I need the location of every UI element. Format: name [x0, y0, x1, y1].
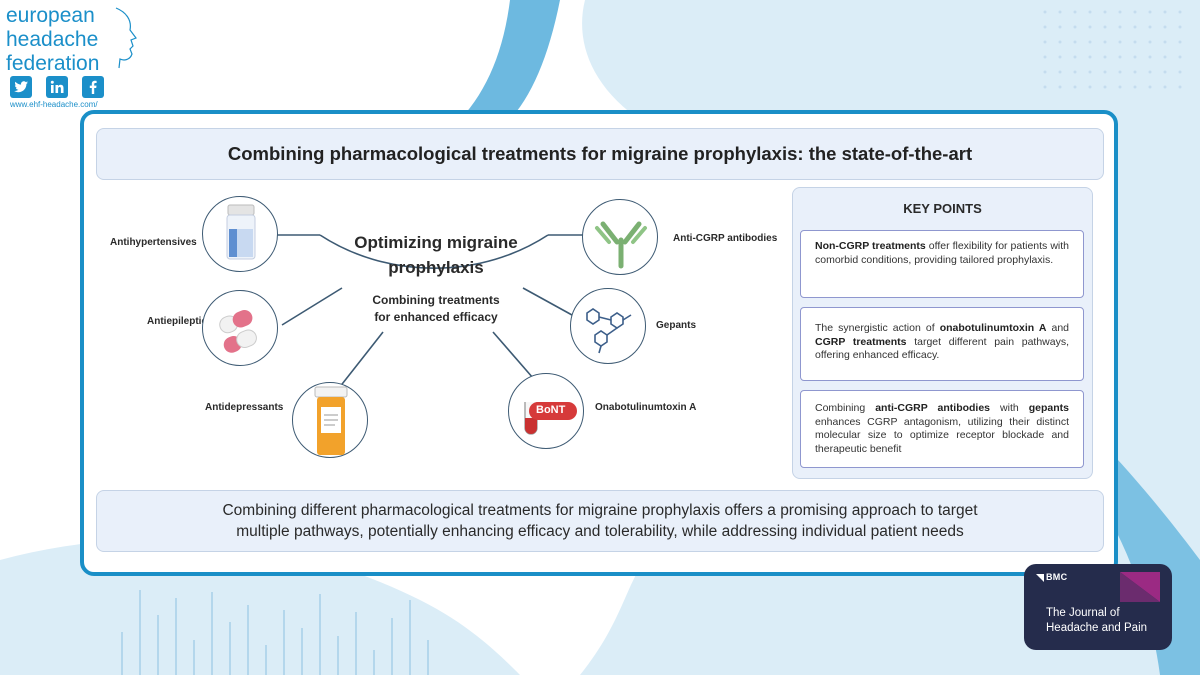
connector-onabotulinumtoxin [492, 331, 534, 379]
node-label-antiepileptics: Antiepileptics [147, 316, 213, 327]
molecule-icon [586, 308, 632, 354]
antibody-icon [595, 221, 647, 269]
linkedin-icon[interactable] [46, 76, 68, 98]
key-points-title: KEY POINTS [903, 201, 982, 216]
diagram-title: Combining pharmacological treatments for… [227, 143, 973, 164]
key-point-2-text-b: and [1046, 322, 1069, 334]
key-point-2-text-c: target different pain pathways, offering… [815, 335, 1070, 362]
title-banner: Combining pharmacological treatments for… [96, 128, 1104, 180]
node-antidepressants [292, 382, 368, 458]
center-subtitle: Combining treatments for enhanced effica… [346, 292, 526, 326]
node-label-antidepressants: Antidepressants [205, 402, 284, 413]
center-title-line-1: Optimizing migraine [354, 233, 518, 252]
bmc-publisher: BMC [1046, 572, 1068, 582]
node-anti-cgrp-antibodies [582, 199, 658, 275]
node-gepants [570, 288, 646, 364]
key-point-2: The synergistic action of onabotulinumto… [800, 307, 1084, 381]
brand-line-2: headache [6, 28, 99, 51]
key-point-1-bold: Non-CGRP treatments [815, 240, 926, 252]
signal-lines [121, 590, 429, 675]
journal-accent-shape [1120, 572, 1160, 602]
prescription-bottle-icon [314, 386, 348, 455]
key-point-1: Non-CGRP treatments offer flexibility fo… [800, 230, 1084, 298]
center-arc [319, 234, 549, 270]
conclusion-banner: Combining different pharmacological trea… [96, 490, 1104, 552]
journal-badge[interactable]: BMC The Journal of Headache and Pain [1024, 564, 1172, 650]
website-link[interactable]: www.ehf-headache.com/ [10, 100, 98, 109]
bmc-logo-icon [1036, 574, 1044, 582]
facebook-icon[interactable] [82, 76, 104, 98]
face-profile-icon [115, 7, 137, 69]
node-label-onabotulinumtoxin-a: Onabotulinumtoxin A [595, 402, 697, 413]
journal-name-line-1: The Journal of [1046, 607, 1120, 619]
connector-gepants [522, 287, 573, 316]
center-title: Optimizing migraine prophylaxis [346, 230, 526, 280]
key-point-3: Combining anti-CGRP antibodies with gepa… [800, 390, 1084, 468]
conclusion-line-2: multiple pathways, potentially enhancing… [236, 523, 964, 540]
key-point-3-text-c: enhances CGRP antagonism, utilizing thei… [815, 415, 1069, 455]
node-onabotulinumtoxin-a [508, 373, 584, 449]
dot-grid [1043, 10, 1182, 89]
key-point-2-bold-a: onabotulinumtoxin A [939, 322, 1047, 334]
node-label-antihypertensives: Antihypertensives [110, 237, 197, 248]
node-label-anti-cgrp-antibodies: Anti-CGRP antibodies [673, 233, 778, 244]
twitter-icon[interactable] [10, 76, 32, 98]
key-point-3-text-b: with [990, 402, 1029, 414]
center-subtitle-line-1: Combining treatments [372, 293, 500, 307]
node-antiepileptics [202, 290, 278, 366]
connector-antiepileptics [281, 287, 343, 326]
conclusion-line-1: Combining different pharmacological trea… [222, 502, 978, 519]
brand-line-3: federation [6, 52, 100, 75]
center-title-line-2: prophylaxis [388, 258, 484, 277]
key-point-3-text-a: Combining [815, 402, 876, 414]
ehf-logo-text: european headache federation [6, 4, 99, 76]
node-label-gepants: Gepants [656, 320, 697, 331]
journal-name: The Journal of Headache and Pain [1046, 606, 1147, 636]
test-tube-icon [524, 402, 577, 435]
node-antihypertensives [202, 196, 278, 272]
brand-line-1: european [6, 4, 95, 27]
center-subtitle-line-2: for enhanced efficacy [374, 310, 498, 324]
bont-label: BoNT [536, 404, 566, 416]
capsules-icon [219, 310, 257, 353]
key-point-2-text-a: The synergistic action of [815, 322, 940, 334]
key-point-3-bold-a: anti-CGRP antibodies [875, 402, 991, 414]
journal-name-line-2: Headache and Pain [1046, 622, 1148, 634]
key-point-1-text: offer flexibility for patients with como… [815, 240, 1069, 266]
key-point-3-bold-b: gepants [1028, 402, 1069, 414]
key-point-2-bold-b: CGRP treatments [815, 335, 907, 348]
pill-bottle-icon [226, 204, 256, 260]
